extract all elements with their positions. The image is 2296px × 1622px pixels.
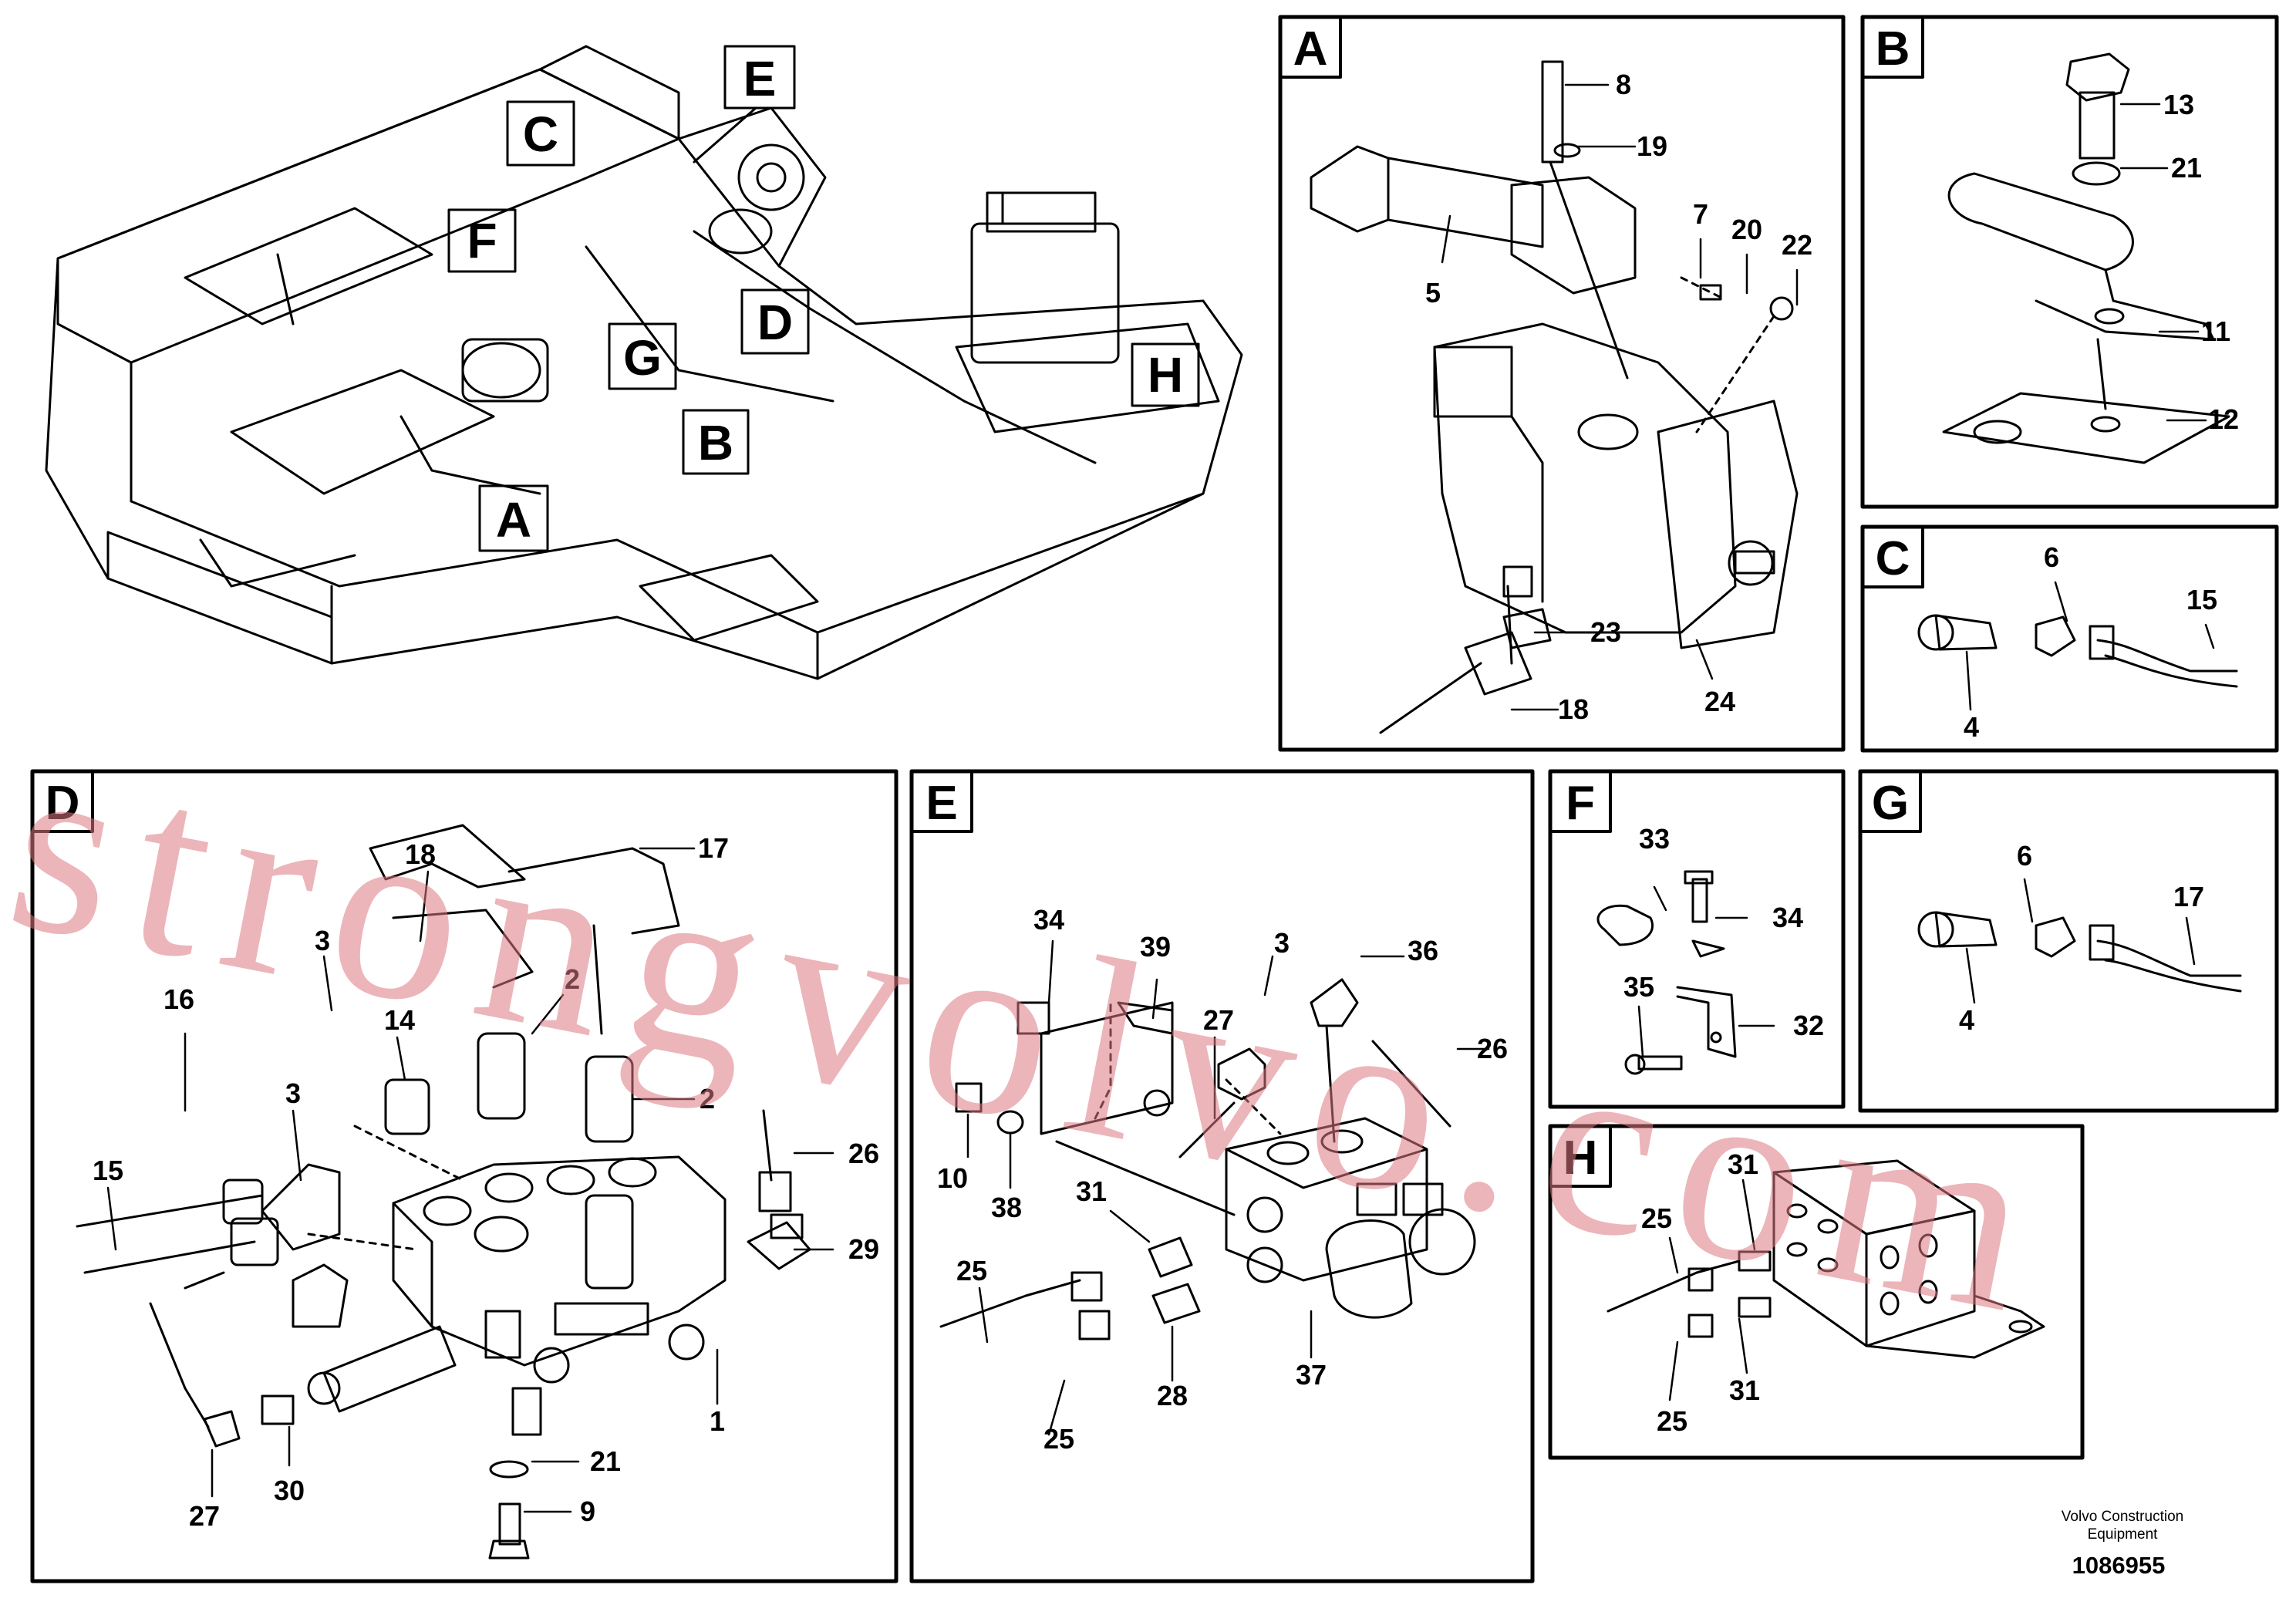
part-label: 15 xyxy=(93,1155,123,1186)
callout-g: G xyxy=(623,330,662,386)
part-label: 20 xyxy=(1731,214,1762,245)
part-label: 12 xyxy=(2208,403,2239,435)
part-label: 3 xyxy=(285,1077,301,1109)
part-label: 9 xyxy=(580,1496,595,1527)
part-label: 4 xyxy=(1959,1004,1974,1036)
part-label: 10 xyxy=(937,1162,968,1194)
document-number: 1086955 xyxy=(2072,1552,2166,1579)
part-label: 5 xyxy=(1425,277,1441,309)
part-label: 26 xyxy=(1477,1033,1508,1064)
callout-h: H xyxy=(1148,347,1183,403)
part-label: 7 xyxy=(1693,198,1708,230)
part-label: 6 xyxy=(2017,840,2032,872)
part-label: 37 xyxy=(1296,1359,1327,1391)
part-label: 34 xyxy=(1033,904,1064,936)
callout-c: C xyxy=(523,106,558,162)
callout-f: F xyxy=(467,213,497,268)
part-label: 32 xyxy=(1793,1010,1824,1041)
part-label: 34 xyxy=(1772,902,1803,933)
panel-e-drawing xyxy=(939,978,1476,1340)
part-label: 28 xyxy=(1157,1380,1188,1411)
part-label: 25 xyxy=(1641,1202,1672,1234)
part-label: 35 xyxy=(1623,971,1654,1003)
panel-e-id: E xyxy=(925,777,957,830)
part-label: 2 xyxy=(700,1083,715,1114)
part-label: 30 xyxy=(274,1475,305,1506)
part-label: 3 xyxy=(315,925,330,956)
part-label: 17 xyxy=(698,832,729,864)
part-label: 15 xyxy=(2186,584,2217,615)
part-label: 36 xyxy=(1408,935,1438,966)
callout-d: D xyxy=(757,295,793,350)
panel-f-id: F xyxy=(1566,777,1595,830)
part-label: 31 xyxy=(1729,1374,1760,1406)
part-label: 27 xyxy=(189,1500,220,1532)
panel-d-id: D xyxy=(46,777,80,830)
part-label: 25 xyxy=(1657,1405,1687,1437)
part-label: 39 xyxy=(1140,931,1171,963)
panel-f-drawing xyxy=(1596,870,1737,1075)
panel-c-id: C xyxy=(1876,532,1910,585)
brand-line-2: Equipment xyxy=(2087,1526,2158,1543)
part-label: 31 xyxy=(1076,1175,1107,1207)
brand-caption: Volvo Construction Equipment xyxy=(2022,1508,2223,1543)
part-label: 13 xyxy=(2163,89,2194,120)
part-labels: 8 19 7 20 22 5 23 18 24 13 21 11 12 6 15… xyxy=(93,69,2239,1532)
panel-a-id: A xyxy=(1293,22,1328,76)
panel-frames xyxy=(30,15,2279,1583)
panel-d-drawing xyxy=(76,824,811,1560)
leader-lines xyxy=(106,83,2215,1513)
part-label: 21 xyxy=(2171,152,2202,184)
part-label: 2 xyxy=(565,963,580,995)
overview-frame-drawing xyxy=(45,45,1243,680)
brand-line-1: Volvo Construction xyxy=(2061,1509,2184,1525)
callout-e: E xyxy=(743,51,777,106)
part-label: 38 xyxy=(991,1192,1022,1223)
part-label: 17 xyxy=(2173,881,2204,912)
part-label: 26 xyxy=(848,1138,879,1169)
part-label: 19 xyxy=(1637,130,1667,162)
part-label: 27 xyxy=(1203,1004,1234,1036)
callout-a: A xyxy=(496,492,531,548)
overview-callout-letters: E C F D G H B A xyxy=(467,51,1183,548)
panel-id-letters: A B C D E F G H xyxy=(46,22,1910,1185)
part-label: 16 xyxy=(164,983,194,1015)
part-label: 14 xyxy=(384,1004,415,1036)
part-label: 22 xyxy=(1782,229,1812,261)
part-label: 11 xyxy=(2201,315,2230,347)
panel-h-drawing xyxy=(1607,1159,2045,1359)
part-label: 25 xyxy=(956,1255,987,1286)
part-label: 1 xyxy=(710,1405,725,1437)
panel-b-id: B xyxy=(1876,22,1910,76)
part-label: 8 xyxy=(1616,69,1631,100)
part-label: 21 xyxy=(590,1445,621,1477)
panel-h-id: H xyxy=(1563,1131,1598,1185)
part-label: 29 xyxy=(848,1233,879,1265)
part-label: 3 xyxy=(1274,927,1290,959)
part-label: 6 xyxy=(2044,541,2059,573)
part-label: 23 xyxy=(1590,616,1621,648)
overview-callouts xyxy=(447,45,1200,552)
panel-g-id: G xyxy=(1872,777,1909,830)
part-label: 33 xyxy=(1639,823,1670,855)
part-label: 18 xyxy=(1558,693,1589,725)
panel-a-drawing xyxy=(1310,60,1799,734)
callout-b: B xyxy=(698,415,733,470)
part-label: 31 xyxy=(1728,1148,1758,1180)
panel-b-drawing xyxy=(1942,52,2230,464)
part-label: 18 xyxy=(405,838,436,870)
panel-c-drawing xyxy=(1917,614,2238,688)
part-label: 24 xyxy=(1704,686,1735,717)
part-label: 4 xyxy=(1964,711,1979,743)
panel-g-drawing xyxy=(1917,911,2242,993)
panel-id-boxes xyxy=(31,15,1924,1188)
part-label: 25 xyxy=(1043,1423,1074,1455)
